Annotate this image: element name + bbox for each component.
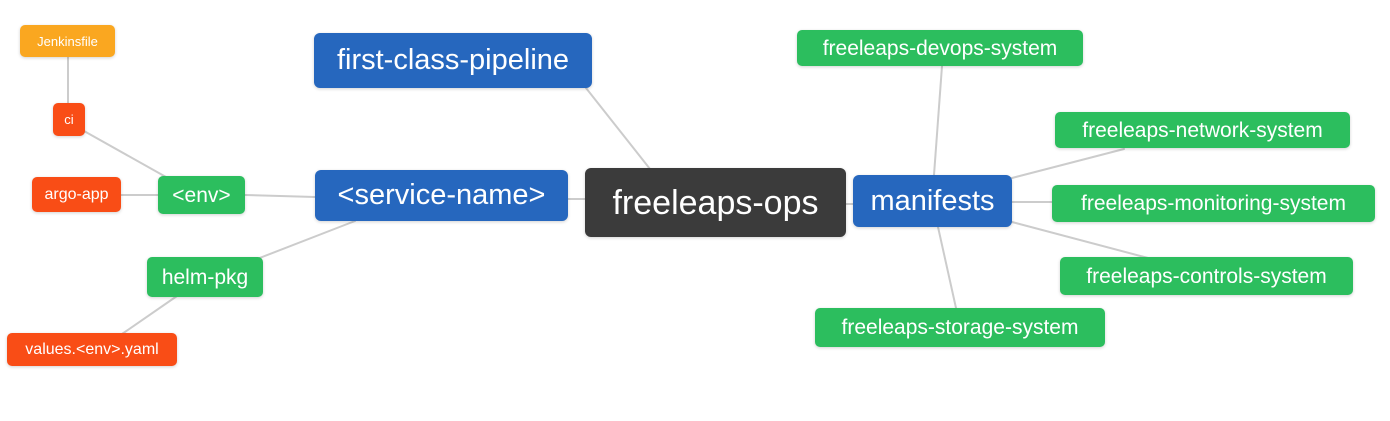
edge-manifests-network [1011, 148, 1125, 179]
edge-helm-pkg-service-name [256, 220, 356, 260]
edge-pipeline-root [585, 87, 651, 170]
node-helm-pkg[interactable]: helm-pkg [147, 257, 263, 297]
node-jenkinsfile[interactable]: Jenkinsfile [20, 25, 115, 57]
edge-ci-env [83, 130, 167, 178]
edge-env-service-name [244, 194, 316, 198]
node-service-name[interactable]: <service-name> [315, 170, 568, 221]
edge-values-helm-pkg [121, 295, 178, 335]
node-argo-app[interactable]: argo-app [32, 177, 121, 212]
node-manifests[interactable]: manifests [853, 175, 1012, 227]
node-freeleaps-ops-root[interactable]: freeleaps-ops [585, 168, 846, 237]
edge-manifests-devops [933, 65, 943, 176]
node-controls-system[interactable]: freeleaps-controls-system [1060, 257, 1353, 295]
node-monitoring-system[interactable]: freeleaps-monitoring-system [1052, 185, 1375, 222]
node-network-system[interactable]: freeleaps-network-system [1055, 112, 1350, 148]
node-env[interactable]: <env> [158, 176, 245, 214]
node-first-class-pipeline[interactable]: first-class-pipeline [314, 33, 592, 88]
node-storage-system[interactable]: freeleaps-storage-system [815, 308, 1105, 347]
edge-manifests-storage [937, 226, 957, 309]
node-ci[interactable]: ci [53, 103, 85, 136]
edge-manifests-controls [1011, 221, 1149, 259]
node-values-env-yaml[interactable]: values.<env>.yaml [7, 333, 177, 366]
node-devops-system[interactable]: freeleaps-devops-system [797, 30, 1083, 66]
